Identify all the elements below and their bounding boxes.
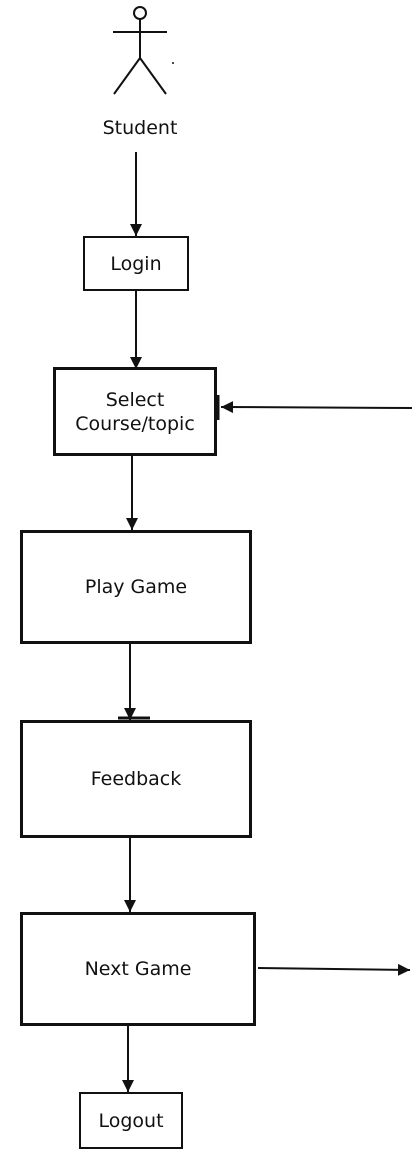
feedback-label: Feedback [90, 768, 182, 790]
next-game-label: Next Game [84, 958, 192, 980]
logout-box: Logout [79, 1092, 183, 1149]
select-label-line2: Course/topic [75, 412, 195, 435]
arrow-loop-back-to-select [220, 401, 413, 414]
arrow-next-game-out [257, 963, 411, 976]
student-actor-icon [113, 6, 167, 95]
feedback-box: Feedback [20, 720, 252, 838]
student-label: Student [102, 117, 178, 139]
next-game-box: Next Game [20, 912, 256, 1026]
login-label: Login [110, 252, 162, 275]
actor-head [133, 6, 147, 20]
logout-label: Logout [98, 1109, 164, 1132]
actor-right-leg [139, 57, 167, 95]
play-game-box: Play Game [20, 530, 252, 644]
login-box: Login [83, 236, 189, 291]
play-game-label: Play Game [84, 576, 188, 598]
actor-left-leg [113, 57, 141, 95]
select-course-box: Select Course/topic [53, 367, 217, 456]
select-label-line1: Select [105, 388, 165, 411]
